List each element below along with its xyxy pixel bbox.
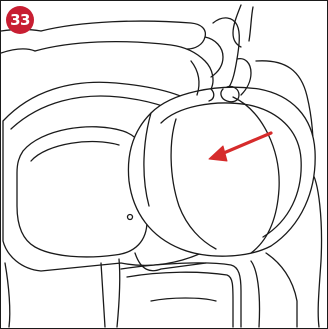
step-number-badge: 33 xyxy=(6,6,34,34)
ear-cushion xyxy=(128,87,315,256)
